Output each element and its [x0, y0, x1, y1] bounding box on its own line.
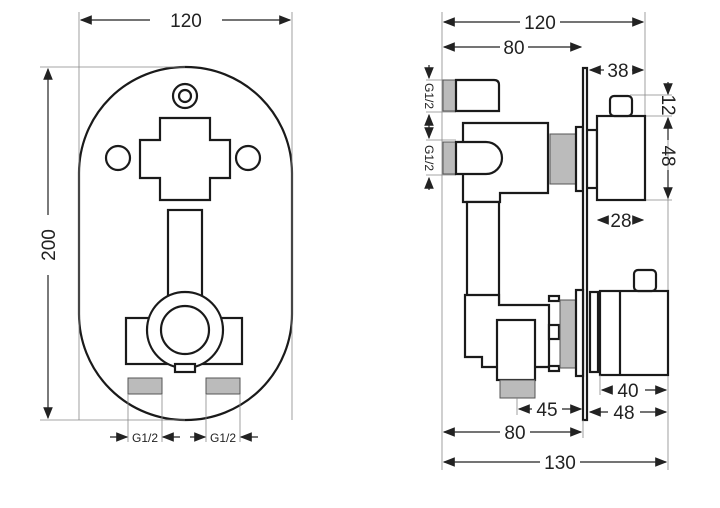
side-total-depth-top-label: 120	[524, 13, 556, 34]
side-inlet-bottom-label: G1/2	[422, 145, 436, 171]
side-handle-width-top-label: 28	[610, 211, 631, 232]
side-handle-height-label: 48	[657, 145, 678, 166]
side-plate-to-handle-label: 48	[613, 403, 634, 424]
side-inlet-top-label: G1/2	[422, 83, 436, 109]
side-outlet-offset-label: 45	[536, 400, 557, 421]
outlet-left-label: G1/2	[132, 431, 158, 445]
side-handle-depth-top-label: 38	[607, 61, 628, 82]
side-total-depth-bottom-label: 130	[544, 453, 576, 474]
front-view: 120 200 G1/2 G1/2	[39, 11, 294, 445]
front-width-label: 120	[170, 11, 202, 32]
side-body-depth-top-label: 80	[503, 38, 524, 59]
side-knob-height-label: 12	[657, 94, 678, 115]
front-height-label: 200	[39, 229, 60, 261]
side-handle-depth-bottom-label: 40	[617, 381, 638, 402]
side-body-depth-bottom-label: 80	[504, 423, 525, 444]
outlet-right-label: G1/2	[210, 431, 236, 445]
mounting-plate	[581, 66, 589, 422]
side-view: 120 80 38 12 48 28 G1/2 G1/2	[422, 12, 678, 474]
